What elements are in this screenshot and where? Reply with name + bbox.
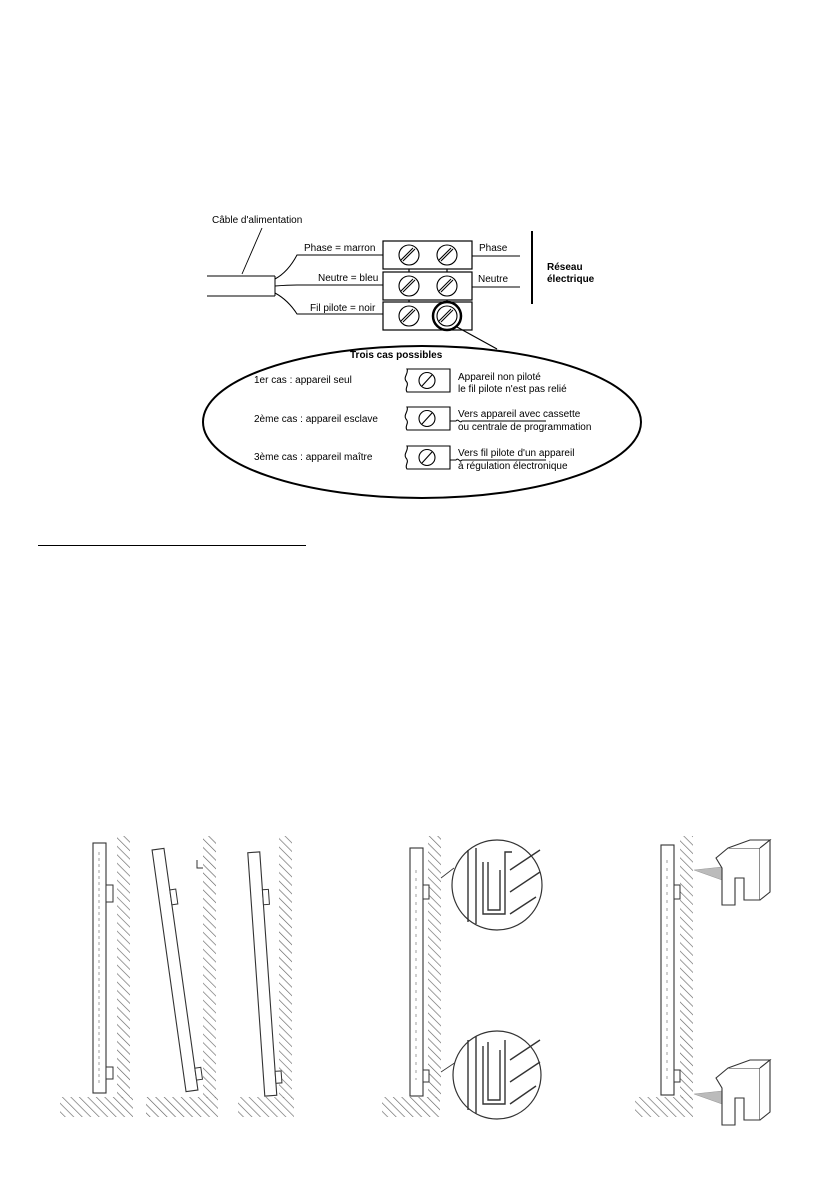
cable-label: Câble d'alimentation	[212, 215, 302, 226]
case-1-label: 1er cas : appareil seul	[254, 375, 352, 386]
network-label-line2: électrique	[547, 274, 595, 285]
step-detail-hooks	[382, 836, 543, 1120]
mounting-illustrations	[60, 836, 772, 1126]
case-3-desc-line2: à régulation électronique	[458, 461, 568, 472]
network-label-neutre: Neutre	[478, 274, 508, 285]
terminal-block	[382, 240, 473, 331]
network-label-phase: Phase	[479, 243, 508, 254]
case-3-label: 3ème cas : appareil maître	[254, 452, 373, 463]
case-terminals	[404, 368, 451, 470]
case-2-desc-line2: ou centrale de programmation	[458, 422, 591, 433]
case-2-label: 2ème cas : appareil esclave	[254, 414, 378, 425]
cases-title: Trois cas possibles	[350, 350, 443, 361]
zoom-leader	[456, 326, 498, 350]
case-2-desc-line1: Vers appareil avec cassette	[458, 409, 581, 420]
step-hook-on	[60, 836, 294, 1117]
case-1-desc-line2: le fil pilote n'est pas relié	[458, 384, 567, 395]
terminal-screws	[398, 244, 458, 327]
case-3-desc-line1: Vers fil pilote d'un appareil	[458, 448, 574, 459]
wire-label-phase: Phase = marron	[304, 243, 375, 254]
wire-label-fil-pilote: Fil pilote = noir	[310, 303, 376, 314]
wire-label-neutre: Neutre = bleu	[318, 273, 378, 284]
cable-label-leader	[241, 227, 263, 275]
wiring-diagram: Câble d'alimentation Phase = marron Neut…	[202, 215, 642, 499]
case-wires	[450, 419, 546, 462]
section-separator-line	[38, 545, 306, 546]
power-cable	[207, 254, 383, 315]
highlight-ring	[431, 300, 463, 332]
network-label-line1: Réseau	[547, 262, 583, 273]
step-lock-clips	[635, 836, 772, 1126]
case-1-desc-line1: Appareil non piloté	[458, 372, 541, 383]
